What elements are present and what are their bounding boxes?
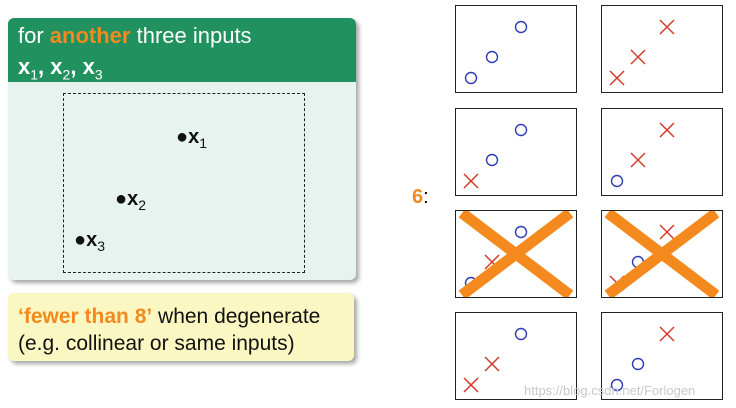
var-x3: x [82,54,95,79]
degenerate-note: ‘fewer than 8’ when degenerate (e.g. col… [8,293,354,361]
var-x1: x [18,54,31,79]
point-x2: ●x2 [115,188,147,213]
impossible-cross-icon [604,211,720,297]
var-x2: x [50,54,63,79]
panel-8-plot [610,326,675,392]
count-number: 6 [412,186,424,208]
panel-7 [455,312,577,400]
panel-3-plot [463,123,528,189]
panel-7-plot [463,327,528,393]
point-b-cross-marker [630,49,646,65]
panel-4 [601,108,723,196]
point-x1: ●x1 [176,126,208,151]
point-b-circle-marker [485,153,499,167]
note-line1: when degenerate [152,305,321,328]
card-title: for another three inputs [18,23,252,49]
count-colon: : [423,186,429,208]
title-prefix: for [18,23,50,48]
panel-5-plot [458,211,574,297]
point-b-circle-marker [631,357,645,371]
impossible-cross-icon [458,211,574,297]
point-a-circle-marker [610,174,624,188]
point-b-cross-marker [630,152,646,168]
point-b-circle-marker [485,50,499,64]
note-line2: (e.g. collinear or same inputs) [18,332,295,355]
panel-1-plot [464,20,528,85]
input-region [63,93,305,273]
var-sep-1: , [38,54,51,79]
panel-3 [455,108,577,196]
dichotomy-count: 6: [412,186,429,209]
point-a-cross-marker [463,377,479,393]
point-c-cross-marker [659,19,675,35]
point-c-circle-marker [514,225,528,239]
point-a-circle-marker [610,378,624,392]
var-x1-sub: 1 [30,66,39,83]
note-highlight: ‘fewer than 8’ [18,305,153,328]
card-variables: x1, x2, x3 [18,54,103,82]
watermark: https://blog.csdn.net/Forlogen [524,383,696,398]
panel-4-plot [610,122,675,188]
title-highlight: another [49,23,131,48]
point-a-circle-marker [464,71,478,85]
point-b-cross-marker [484,356,500,372]
card-header: for another three inputs x1, x2, x3 [8,18,356,82]
panel-8 [601,312,723,400]
point-c-cross-marker [659,224,675,240]
point-c-cross-marker [659,122,675,138]
point-a-cross-marker [609,70,625,86]
panel-6-plot [604,211,720,297]
var-x3-sub: 3 [94,66,103,83]
point-a-cross-marker [463,173,479,189]
panel-1 [455,5,577,93]
point-x3: ●x3 [74,229,106,254]
note-text: ‘fewer than 8’ when degenerate (e.g. col… [18,303,320,357]
point-c-circle-marker [514,123,528,137]
panel-2 [601,5,723,93]
panel-6 [601,210,723,298]
var-sep-2: , [70,54,83,79]
title-suffix: three inputs [130,23,252,48]
panel-5 [455,210,577,298]
point-c-circle-marker [514,327,528,341]
var-x2-sub: 2 [62,66,71,83]
point-c-circle-marker [514,20,528,34]
point-c-cross-marker [659,326,675,342]
panel-2-plot [609,19,675,86]
inputs-card: for another three inputs x1, x2, x3 ●x1 … [8,18,356,280]
